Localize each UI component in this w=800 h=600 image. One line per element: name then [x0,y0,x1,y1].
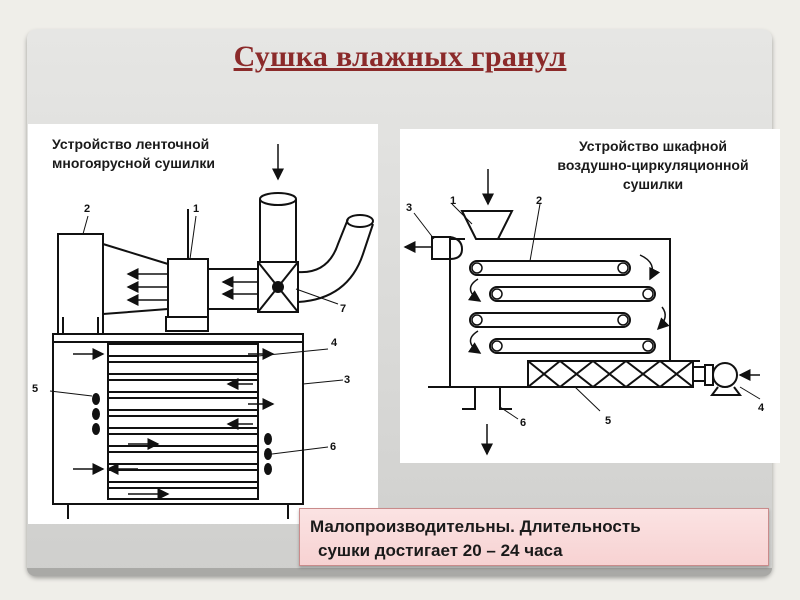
right-diagram-caption: Устройство шкафной воздушно-циркуляционн… [528,137,778,194]
right-label-4: 4 [758,402,765,414]
right-label-2: 2 [536,195,542,207]
belt-dryer-diagram: 1 2 3 4 5 6 7 [32,144,374,519]
right-caption-line-3: сушилки [622,176,684,192]
left-label-3: 3 [344,374,350,386]
note-line-1: Малопроизводительны. Длительность [310,517,641,536]
right-label-5: 5 [605,415,611,427]
slide-bottom-band [27,568,772,576]
left-label-5: 5 [32,383,38,395]
left-caption-line-1: Устройство ленточной [52,136,210,152]
cabinet-dryer-diagram: 1 2 3 4 5 6 [403,169,765,456]
right-caption-line-1: Устройство шкафной [578,138,727,154]
left-label-2: 2 [84,203,90,215]
fan-2 [57,233,104,335]
right-label-6: 6 [520,417,526,429]
right-label-3: 3 [406,202,412,214]
left-label-1: 1 [193,203,199,215]
left-label-7: 7 [340,303,346,315]
note-line-2: сушки достигает 20 – 24 часа [318,541,563,560]
left-diagram-panel [28,124,378,524]
slide-title: Сушка влажных гранул [233,40,567,73]
left-diagram-caption: Устройство ленточной многоярусной сушилк… [52,135,282,173]
right-caption-line-2: воздушно-циркуляционной [557,157,749,173]
heater-1 [167,258,209,318]
left-label-6: 6 [330,441,336,453]
left-label-4: 4 [331,337,338,349]
left-caption-line-2: многоярусной сушилки [52,155,215,171]
right-label-1: 1 [450,195,456,207]
dryer-body [52,333,304,505]
right-diagram-panel [400,129,780,463]
conclusion-note: Малопроизводительны. Длительность сушки … [299,508,769,566]
